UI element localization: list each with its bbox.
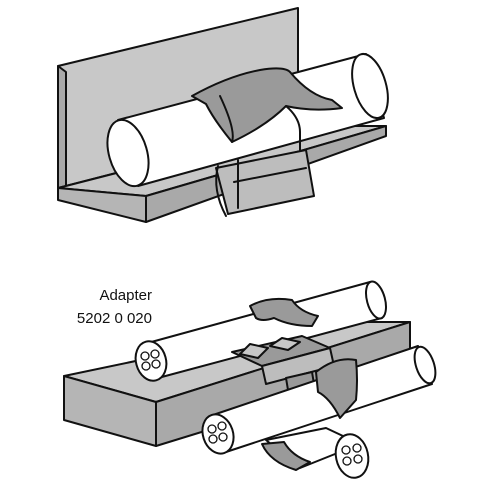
rear-cable [134,280,387,382]
bottom-assembly [63,280,437,479]
adapter-callout: Adapter 5202 0 020 [44,284,152,330]
top-assembly [57,7,389,223]
adapter [231,335,335,391]
lower-cable [261,427,370,479]
adapter-lower-clip [315,358,358,419]
top-clip [191,67,343,217]
adapter-upper-clip [249,297,319,327]
top-cable-end [106,118,150,188]
rear-cable-end [134,340,168,382]
adapter-label: Adapter [99,287,152,304]
adapter-part-number: 5202 0 020 [76,310,152,327]
